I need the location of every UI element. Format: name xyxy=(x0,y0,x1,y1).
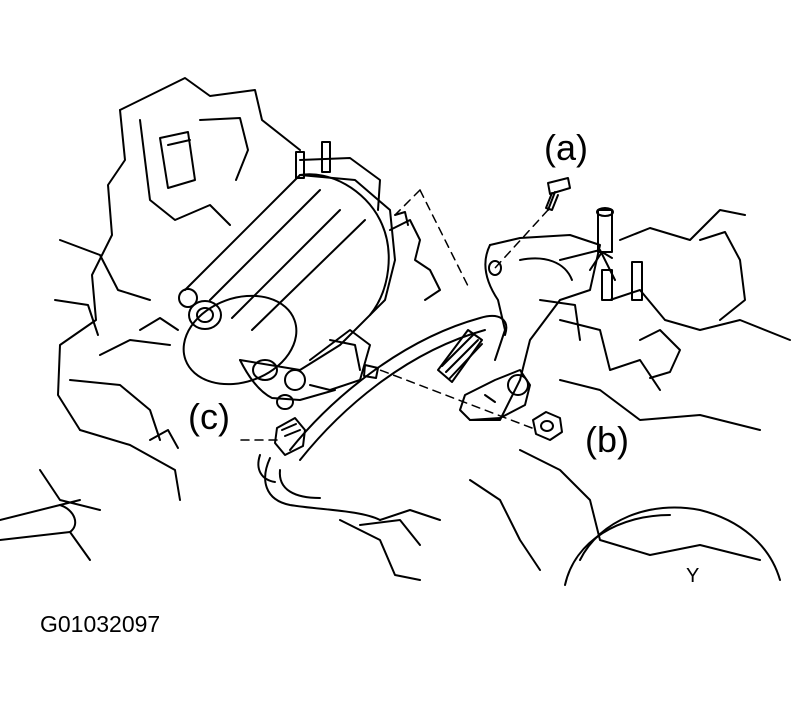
pinion-gear xyxy=(438,330,482,382)
transmission-housing-outline xyxy=(470,210,790,585)
callout-label-y: Y xyxy=(686,565,700,587)
bolt-a xyxy=(546,178,570,210)
starter-mounting-bracket xyxy=(470,235,600,420)
callout-label-c: (c) xyxy=(188,396,230,437)
lower-left-tube xyxy=(0,500,90,560)
starter-terminal-stud xyxy=(460,370,530,420)
connector-c xyxy=(275,418,305,455)
wiring-harness xyxy=(258,316,506,520)
callout-label-b: (b) xyxy=(585,419,629,460)
nut-b xyxy=(533,412,562,440)
lower-structure xyxy=(340,510,440,580)
callout-label-a: (a) xyxy=(544,127,588,168)
figure-id: G01032097 xyxy=(40,611,161,637)
engine-background-outline xyxy=(40,78,300,510)
mounting-studs xyxy=(296,142,642,300)
assembly-leader-lines xyxy=(235,190,548,440)
starter-motor xyxy=(171,158,440,409)
